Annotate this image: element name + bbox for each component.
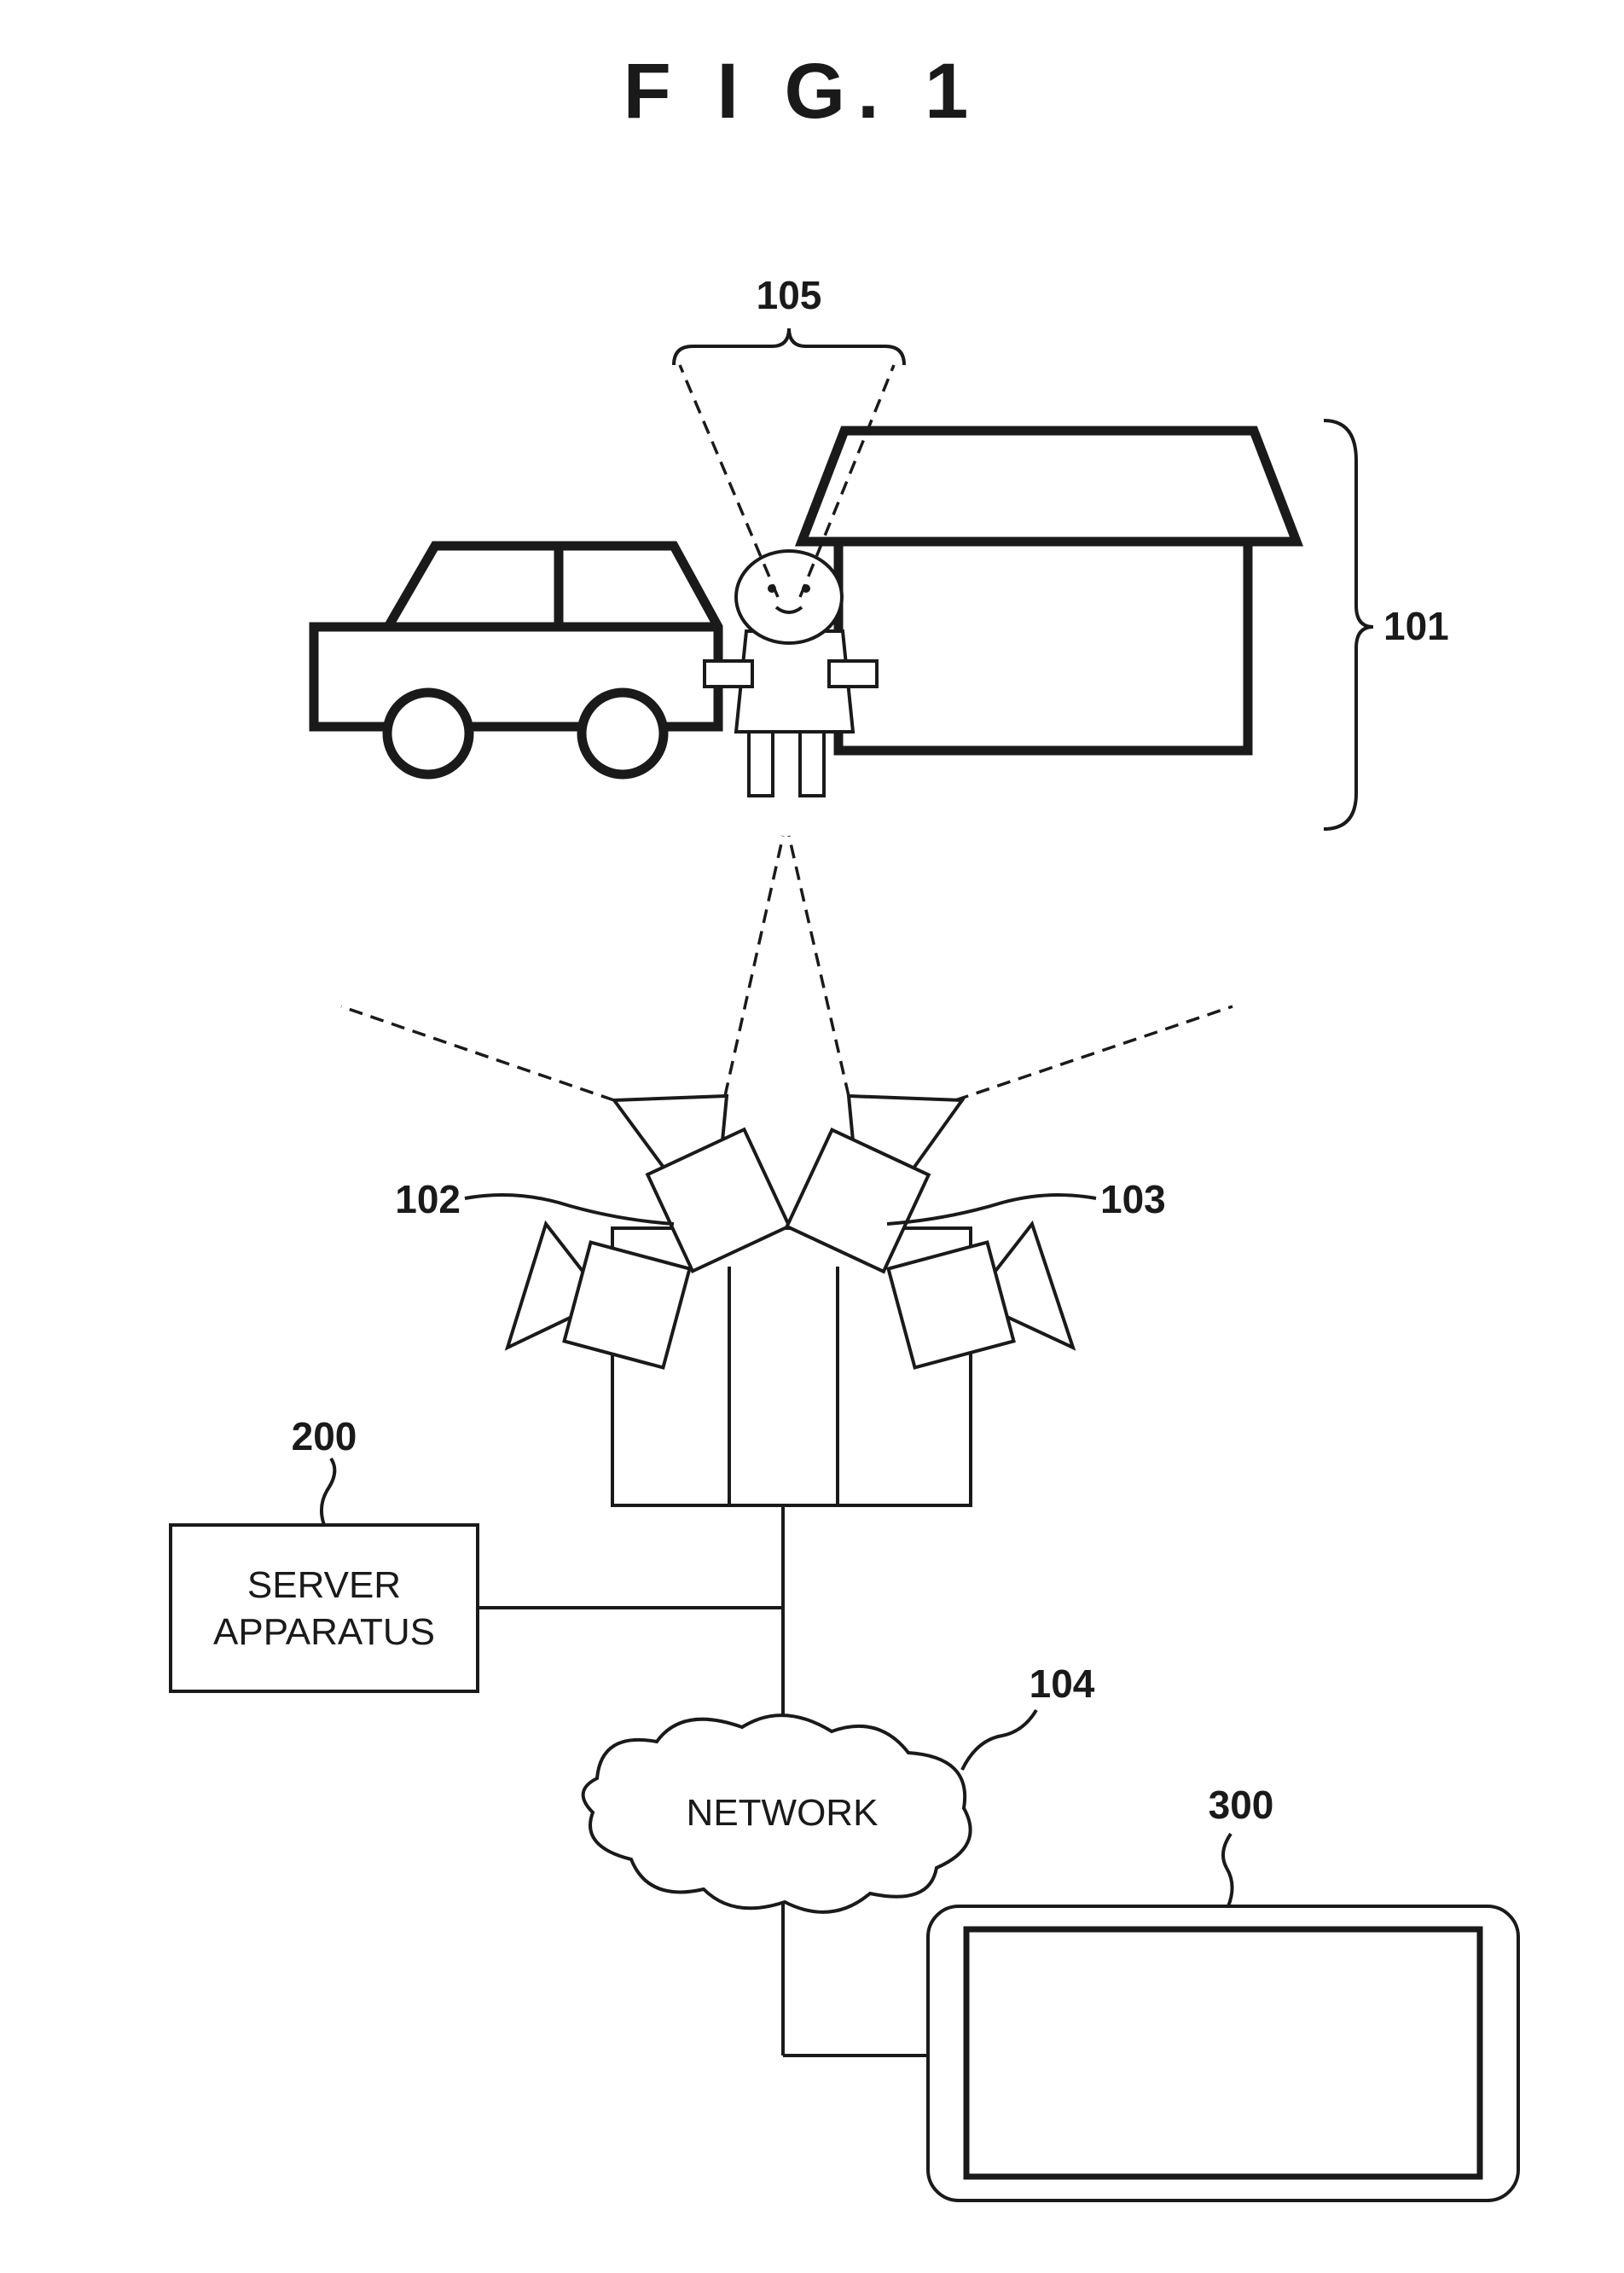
leader-102 xyxy=(465,1195,674,1224)
bracket-101 xyxy=(1324,420,1373,829)
network-label: NETWORK xyxy=(687,1792,879,1834)
bracket-105 xyxy=(674,328,904,365)
figure-title: F I G. 1 xyxy=(624,48,981,135)
display-terminal: 300 xyxy=(928,1783,1518,2201)
label-104: 104 xyxy=(1030,1661,1095,1706)
label-102: 102 xyxy=(395,1177,461,1221)
label-300: 300 xyxy=(1209,1783,1274,1827)
server-label-line2: APPARATUS xyxy=(213,1611,435,1653)
server-label-line1: SERVER xyxy=(247,1564,401,1606)
server-apparatus: SERVER APPARATUS 200 xyxy=(171,1414,478,1691)
label-101: 101 xyxy=(1383,604,1449,648)
car-drawing xyxy=(314,546,718,774)
label-200: 200 xyxy=(292,1414,357,1458)
house-drawing xyxy=(802,431,1296,751)
person-drawing xyxy=(705,551,877,796)
network-cloud: NETWORK 104 xyxy=(583,1661,1095,1912)
server-box xyxy=(171,1525,478,1691)
leader-300 xyxy=(1223,1834,1232,1906)
label-105: 105 xyxy=(757,273,822,317)
terminal-outer-frame xyxy=(928,1906,1518,2201)
scene-101: 101 105 xyxy=(314,273,1449,829)
camera-rig: 102 103 xyxy=(341,836,1232,1505)
label-103: 103 xyxy=(1100,1177,1166,1221)
leader-200 xyxy=(322,1458,334,1525)
leader-104 xyxy=(962,1710,1036,1770)
